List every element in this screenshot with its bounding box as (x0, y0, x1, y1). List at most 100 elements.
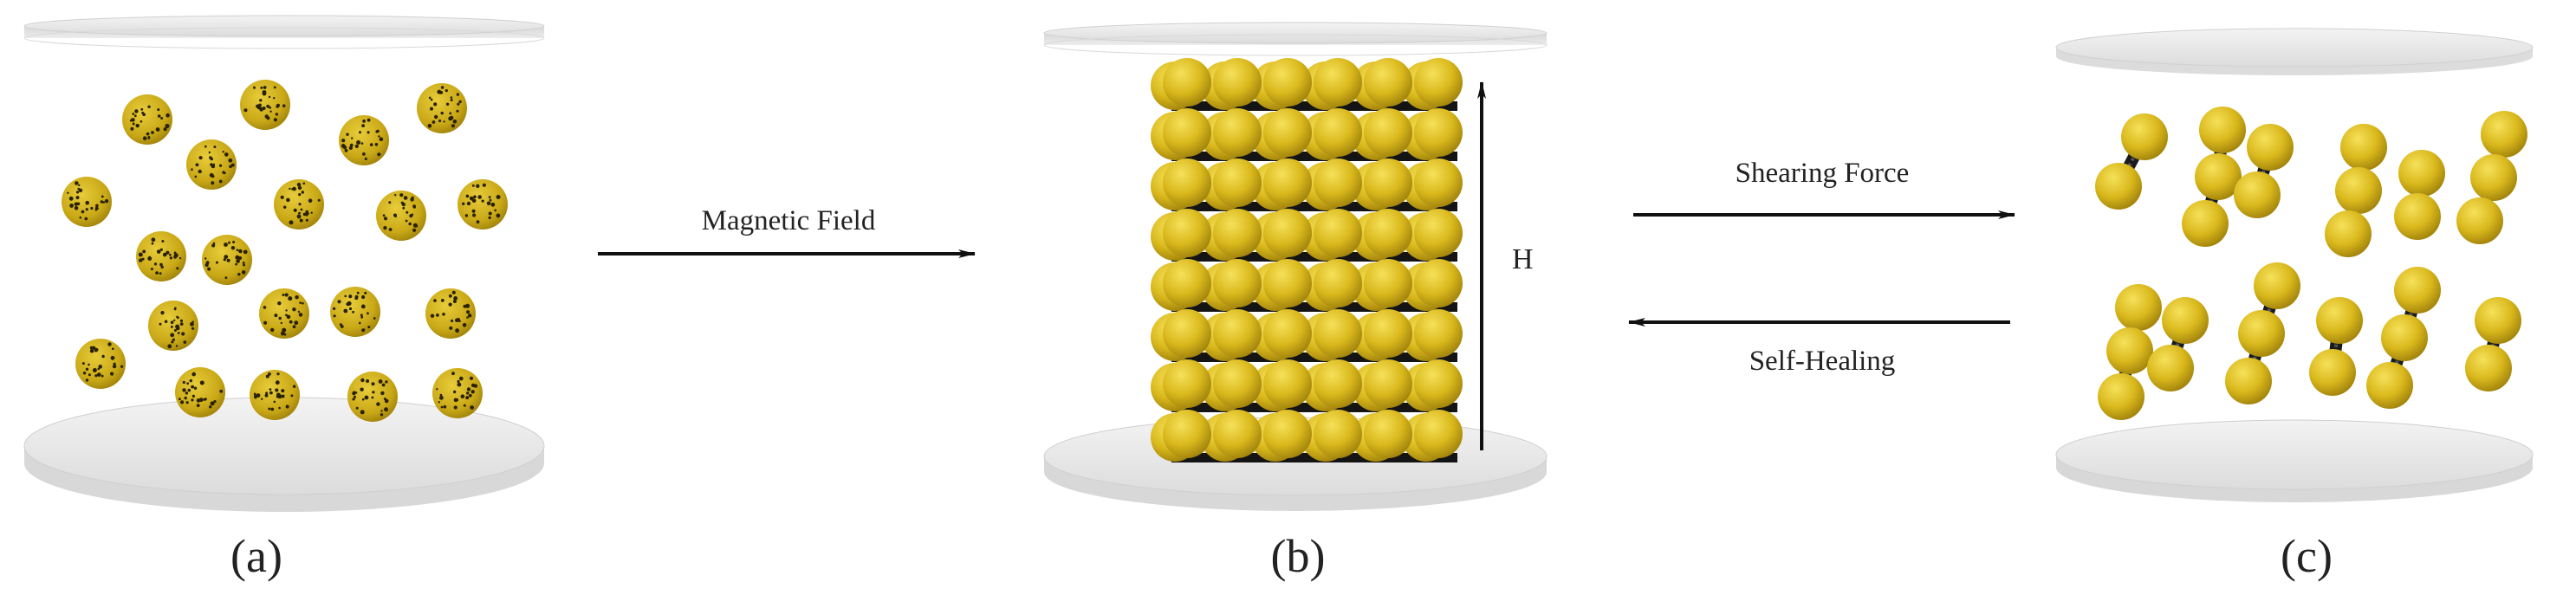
fragment-particle (2481, 111, 2527, 158)
surface-speck (209, 172, 214, 178)
surface-speck (333, 307, 336, 310)
surface-speck (293, 208, 297, 212)
surface-speck (449, 112, 452, 115)
fragment-particle (2162, 297, 2209, 344)
surface-speck (362, 152, 366, 156)
chain-particle (1213, 359, 1262, 408)
surface-speck (295, 295, 299, 300)
surface-speck (348, 307, 353, 311)
surface-speck (269, 110, 272, 113)
surface-speck (191, 327, 195, 330)
surface-speck (281, 332, 285, 336)
surface-speck (211, 243, 216, 248)
surface-speck (468, 393, 472, 398)
surface-speck (147, 137, 151, 139)
surface-speck (452, 120, 457, 124)
magnetic-particle (339, 115, 389, 165)
chain-fragment (2095, 113, 2168, 210)
surface-speck (199, 380, 204, 385)
surface-speck (496, 195, 501, 199)
surface-speck (274, 314, 278, 318)
particle-body (432, 368, 483, 418)
surface-speck (457, 102, 460, 106)
surface-speck (280, 321, 282, 325)
chain-particle (1414, 309, 1463, 358)
surface-speck (135, 123, 140, 128)
surface-speck (291, 187, 294, 191)
surface-speck (433, 299, 437, 302)
surface-speck (164, 320, 168, 324)
surface-speck (226, 258, 230, 262)
magnetic-particle (202, 235, 252, 285)
surface-speck (173, 329, 177, 332)
magnetic-particle (62, 177, 112, 227)
surface-speck (297, 185, 302, 191)
surface-speck (367, 118, 371, 122)
surface-speck (235, 262, 237, 266)
surface-speck (191, 398, 194, 402)
surface-speck (351, 137, 354, 139)
surface-speck (457, 379, 460, 384)
surface-speck (298, 203, 302, 206)
surface-speck (449, 326, 453, 330)
surface-speck (173, 255, 178, 259)
surface-speck (471, 209, 476, 213)
fragment-particle (2195, 153, 2242, 200)
fragment-particle (2182, 200, 2229, 247)
surface-speck (333, 314, 336, 318)
surface-speck (298, 193, 302, 197)
chain-fragment (2234, 124, 2294, 218)
fragment-particle (2106, 327, 2153, 374)
surface-speck (262, 90, 267, 94)
chain-particle (1263, 359, 1312, 408)
surface-speck (209, 405, 212, 409)
surface-speck (258, 103, 262, 107)
chain-particle (1314, 359, 1362, 408)
surface-speck (460, 394, 465, 399)
surface-speck (230, 246, 236, 250)
surface-speck (471, 184, 475, 187)
particle-body (175, 367, 225, 417)
magnetic-particle (259, 288, 309, 339)
surface-speck (230, 163, 235, 167)
surface-speck (276, 372, 280, 376)
surface-speck (256, 393, 261, 398)
surface-speck (438, 120, 442, 123)
chain-particle (1163, 309, 1211, 358)
surface-speck (191, 168, 193, 171)
fragment-particle (2147, 345, 2194, 391)
surface-speck (486, 201, 491, 206)
surface-speck (452, 292, 456, 294)
surface-speck (102, 201, 105, 204)
chain-fragment (2325, 124, 2387, 257)
surface-speck (380, 410, 383, 412)
surface-speck (208, 151, 211, 154)
surface-speck (298, 313, 303, 317)
field-symbol-label: H (1512, 243, 1534, 275)
surface-speck (85, 200, 89, 205)
surface-speck (183, 340, 187, 344)
surface-speck (381, 383, 386, 387)
surface-speck (434, 114, 438, 120)
surface-speck (373, 317, 376, 320)
surface-speck (344, 294, 347, 298)
surface-speck (182, 388, 185, 391)
surface-speck (169, 253, 172, 256)
surface-speck (224, 152, 229, 157)
surface-speck (273, 97, 276, 100)
surface-speck (283, 205, 287, 209)
magnetic-particle (376, 191, 426, 241)
magnetic-field-arrow: Magnetic Field (598, 205, 976, 258)
surface-speck (440, 111, 444, 115)
surface-speck (438, 401, 440, 404)
surface-speck (451, 372, 455, 376)
surface-speck (159, 262, 163, 267)
surface-speck (284, 293, 289, 297)
fragment-particle (2335, 167, 2382, 214)
surface-speck (489, 198, 492, 202)
top-plate (23, 15, 545, 49)
surface-speck (385, 408, 388, 412)
surface-speck (481, 199, 484, 203)
fragment-particle (2098, 373, 2145, 420)
